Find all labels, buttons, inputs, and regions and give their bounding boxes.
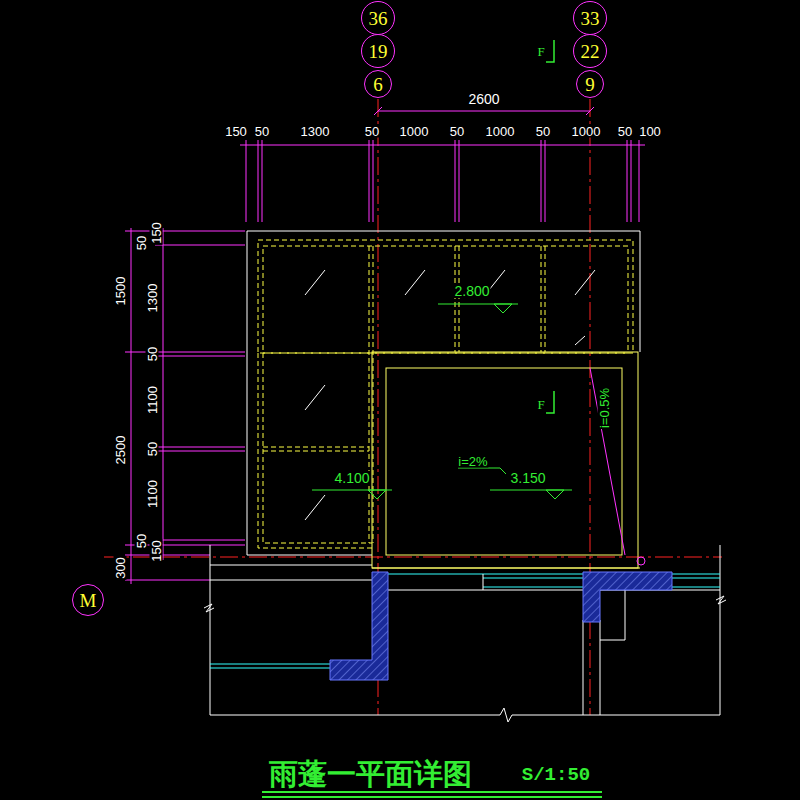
dimension-text: 150 bbox=[150, 539, 163, 563]
elevation-note: 4.100 bbox=[333, 471, 370, 485]
dimension-text: 50 bbox=[449, 125, 465, 138]
axis-number: 6 bbox=[373, 75, 383, 94]
dimension-text: 1000 bbox=[399, 125, 430, 138]
elevation-note: 2.800 bbox=[453, 284, 490, 298]
dimension-text: 1300 bbox=[146, 283, 159, 314]
dimension-text: 50 bbox=[364, 125, 380, 138]
dimension-text: 150 bbox=[224, 125, 248, 138]
dimension-text: 2600 bbox=[467, 92, 500, 106]
dimension-text: 1300 bbox=[300, 125, 331, 138]
dimension-text: 150 bbox=[150, 221, 163, 245]
dimension-text: 100 bbox=[638, 125, 662, 138]
elevation-note: i=2% bbox=[457, 455, 488, 468]
dimension-text: 50 bbox=[617, 125, 633, 138]
elevation-note: 3.150 bbox=[509, 471, 546, 485]
axis-bubble: 33 bbox=[573, 1, 607, 35]
dimension-text: 50 bbox=[146, 441, 159, 457]
drawing-title: 雨蓬一平面详图 bbox=[269, 759, 472, 791]
axis-number: 19 bbox=[369, 42, 388, 61]
dimension-text: 50 bbox=[135, 235, 148, 251]
axis-bubble: 36 bbox=[361, 1, 395, 35]
dimension-text: 50 bbox=[135, 533, 148, 549]
dimension-text: 1100 bbox=[146, 385, 159, 415]
dimension-text: 50 bbox=[146, 346, 159, 362]
axis-bubble: 9 bbox=[576, 70, 604, 98]
elevation-note: i=0.5% bbox=[598, 387, 611, 429]
axis-number: 36 bbox=[369, 9, 388, 28]
axis-number: 9 bbox=[585, 75, 595, 94]
dimension-text: 1500 bbox=[114, 276, 127, 307]
axis-bubble: 19 bbox=[361, 34, 395, 68]
axis-number: 22 bbox=[581, 42, 600, 61]
scale-text: S/1:50 bbox=[521, 766, 591, 785]
dimension-text: 1100 bbox=[146, 479, 159, 509]
section-mark: F bbox=[536, 398, 545, 411]
dimension-text: 1000 bbox=[485, 125, 516, 138]
axis-number: 33 bbox=[581, 9, 600, 28]
dimension-text: 50 bbox=[254, 125, 270, 138]
section-mark: F bbox=[536, 45, 545, 58]
axis-bubble: M bbox=[72, 584, 104, 616]
dimension-text: 1000 bbox=[571, 125, 602, 138]
dimension-text: 300 bbox=[114, 556, 127, 580]
axis-number: M bbox=[80, 591, 97, 610]
dimension-text: 2500 bbox=[114, 435, 127, 466]
axis-bubble: 22 bbox=[573, 34, 607, 68]
dimension-text: 50 bbox=[535, 125, 551, 138]
axis-bubble: 6 bbox=[364, 70, 392, 98]
